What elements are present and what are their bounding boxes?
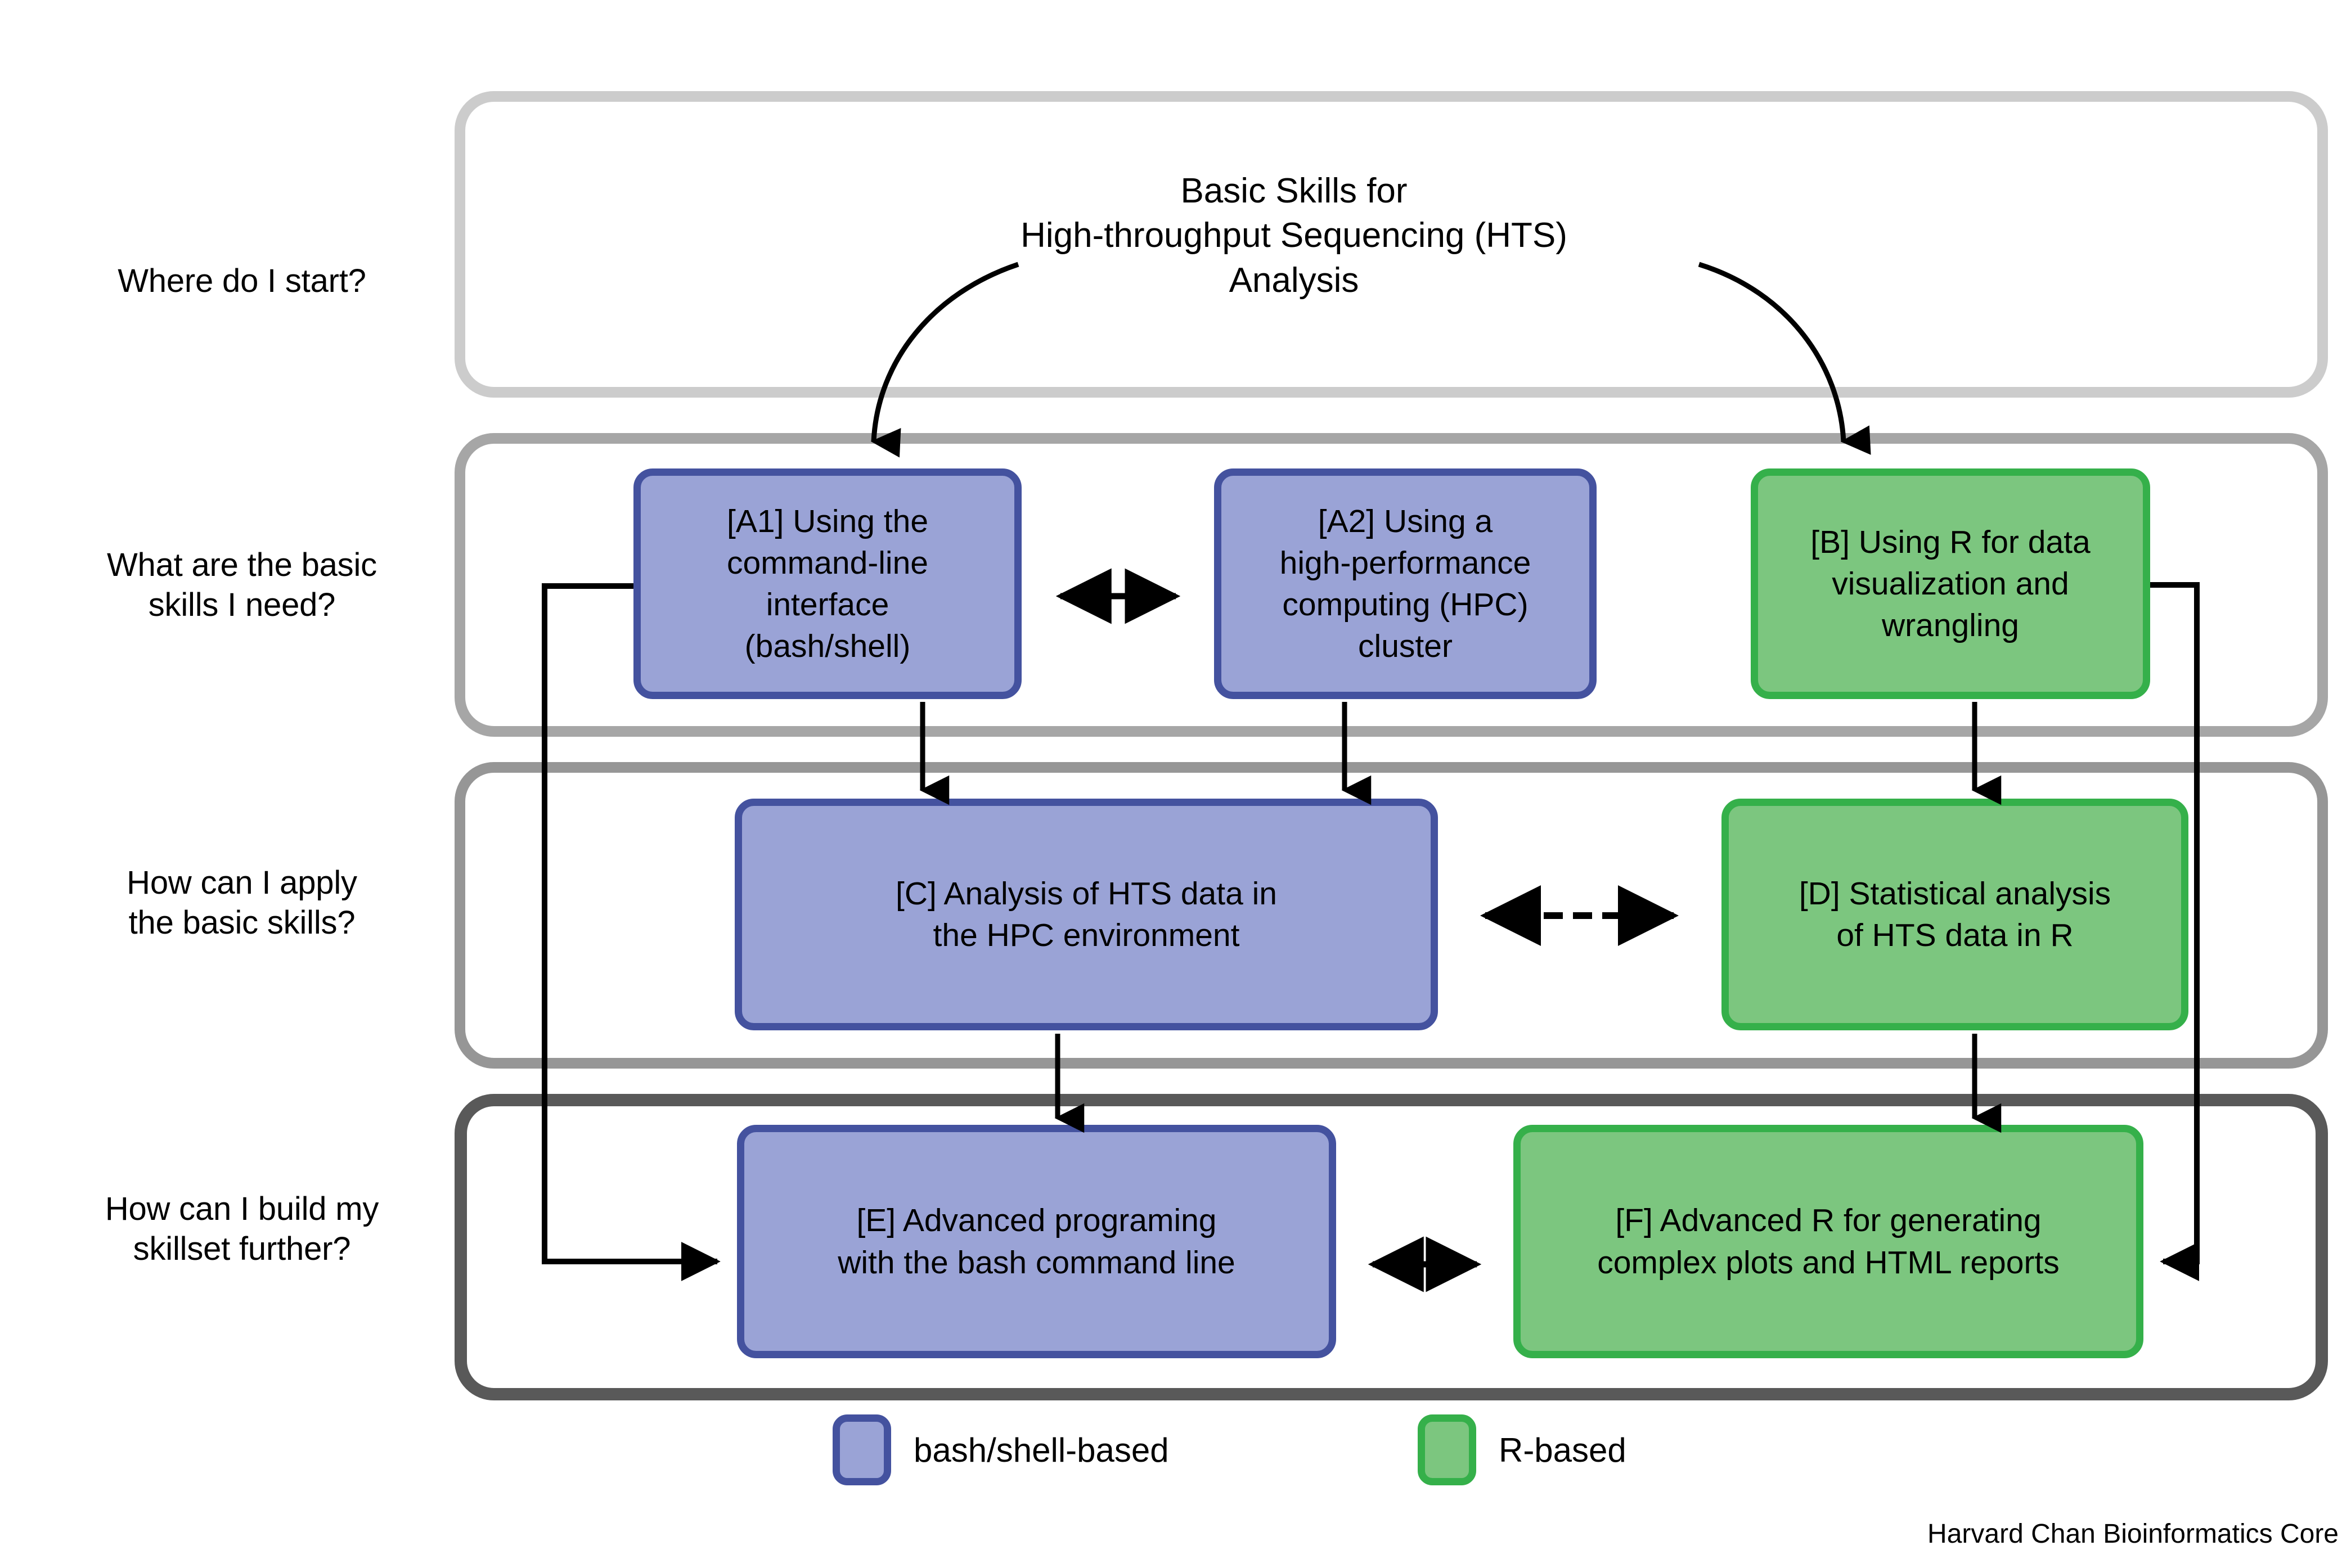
row-label-where-do-i-start: Where do I start? <box>118 263 366 299</box>
node-e-label: [E] Advanced programing with the bash co… <box>838 1202 1235 1281</box>
legend: bash/shell-based R-based <box>833 1414 1823 1499</box>
node-a1-command-line[interactable]: [A1] Using the command-line interface (b… <box>633 468 1022 699</box>
node-a1-label: [A1] Using the command-line interface (b… <box>726 503 929 665</box>
legend-item-r: R-based <box>1418 1414 1626 1485</box>
node-f-advanced-r[interactable]: [F] Advanced R for generating complex pl… <box>1513 1125 2143 1358</box>
row-label-basic-skills: What are the basic skills I need? <box>107 547 377 623</box>
legend-label-bash: bash/shell-based <box>914 1431 1169 1469</box>
diagram-title: Basic Skills for High-throughput Sequenc… <box>1021 172 1567 300</box>
node-d-statistical-analysis-r[interactable]: [D] Statistical analysis of HTS data in … <box>1721 799 2188 1030</box>
node-b-r-visualization[interactable]: [B] Using R for data visualization and w… <box>1751 468 2150 699</box>
node-a2-label: [A2] Using a high-performance computing … <box>1279 503 1531 665</box>
node-c-hts-analysis-hpc[interactable]: [C] Analysis of HTS data in the HPC envi… <box>735 799 1438 1030</box>
row-label-build-skillset: How can I build my skillset further? <box>105 1191 379 1267</box>
node-c-label: [C] Analysis of HTS data in the HPC envi… <box>896 875 1277 953</box>
node-b-label: [B] Using R for data visualization and w… <box>1810 524 2091 644</box>
legend-label-r: R-based <box>1499 1431 1626 1469</box>
node-a2-hpc-cluster[interactable]: [A2] Using a high-performance computing … <box>1214 468 1597 699</box>
node-d-label: [D] Statistical analysis of HTS data in … <box>1799 875 2111 953</box>
credit-line: Harvard Chan Bioinformatics Core <box>1927 1519 2339 1549</box>
band-where-do-i-start <box>455 91 2328 398</box>
legend-item-bash: bash/shell-based <box>833 1414 1169 1485</box>
node-f-label: [F] Advanced R for generating complex pl… <box>1597 1202 2060 1281</box>
node-e-advanced-bash[interactable]: [E] Advanced programing with the bash co… <box>737 1125 1336 1358</box>
legend-swatch-bash <box>833 1414 891 1485</box>
legend-swatch-r <box>1418 1414 1476 1485</box>
row-label-apply-skills: How can I apply the basic skills? <box>127 864 357 941</box>
